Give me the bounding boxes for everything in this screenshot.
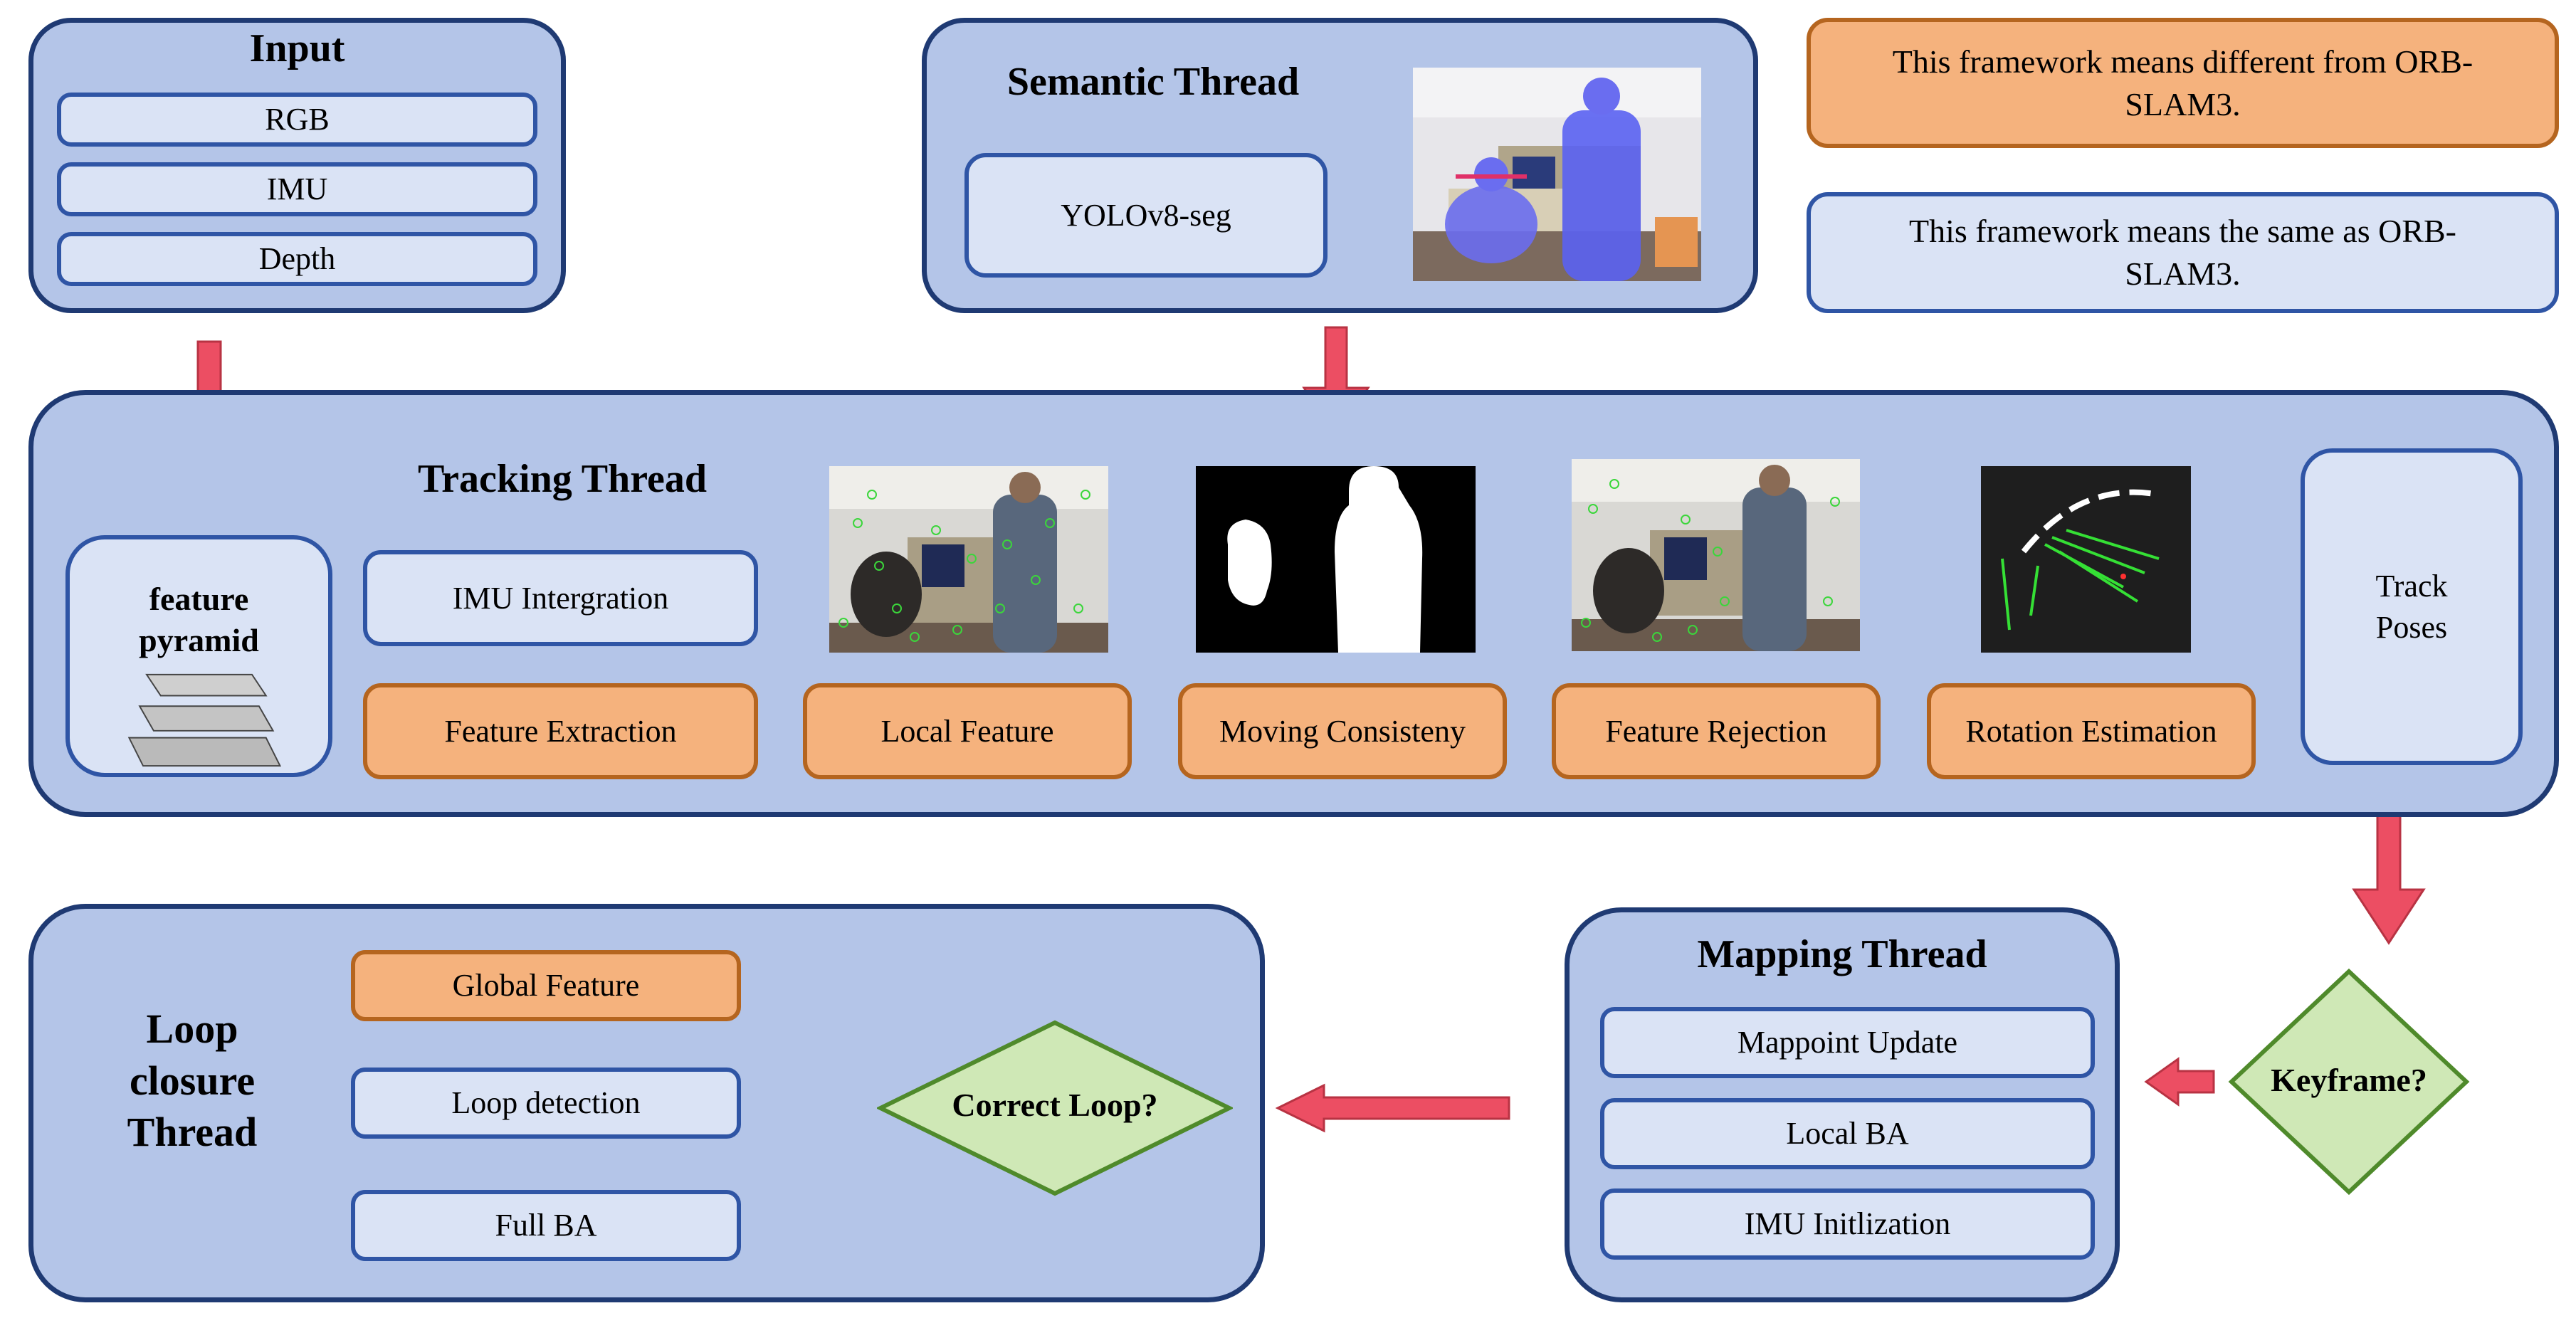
loop-title: Loop closure Thread [127,1006,258,1155]
yolo-box: YOLOv8-seg [964,153,1328,278]
input-imu: IMU [57,162,537,216]
local-feature-image [829,466,1108,653]
mappoint-update-box: Mappoint Update [1600,1007,2095,1078]
legend-different: This framework means different from ORB-… [1807,18,2559,148]
segmentation-image [1413,68,1701,281]
input-rgb: RGB [57,93,537,147]
keyframe-label: Keyframe? [2271,1062,2427,1098]
imu-integration-box: IMU Intergration [363,550,758,646]
moving-consistency-box: Moving Consisteny [1178,683,1507,779]
local-ba-box: Local BA [1600,1098,2095,1169]
local-feature-box: Local Feature [803,683,1132,779]
arrow-keyframe-to-mapping [2144,1057,2215,1107]
rotation-estimation-image [1981,466,2191,653]
feature-pyramid-label: feature pyramid [139,581,259,658]
legend-same: This framework means the same as ORB-SLA… [1807,192,2559,313]
pyramid-stack-icon [127,673,281,767]
input-depth: Depth [57,232,537,286]
feature-rejection-box: Feature Rejection [1552,683,1881,779]
global-feature-box: Global Feature [351,950,741,1021]
mapping-title: Mapping Thread [1697,932,1987,976]
input-title: Input [249,26,345,70]
correct-loop-diamond [877,1020,1233,1196]
loop-detection-box: Loop detection [351,1068,741,1139]
moving-mask-image [1196,466,1476,653]
semantic-title: Semantic Thread [1006,60,1300,104]
feature-extraction-box: Feature Extraction [363,683,758,779]
tracking-title: Tracking Thread [417,457,708,501]
keyframe-diamond [2228,968,2470,1196]
track-poses-box: Track Poses [2301,448,2523,765]
feature-rejection-image [1572,459,1860,651]
full-ba-box: Full BA [351,1190,741,1261]
arrow-mapping-to-loop [1275,1083,1510,1133]
rotation-estimation-box: Rotation Estimation [1927,683,2256,779]
imu-initialization-box: IMU Initlization [1600,1188,2095,1260]
correct-loop-label: Correct Loop? [952,1087,1158,1123]
feature-pyramid-box: feature pyramid [65,535,332,777]
